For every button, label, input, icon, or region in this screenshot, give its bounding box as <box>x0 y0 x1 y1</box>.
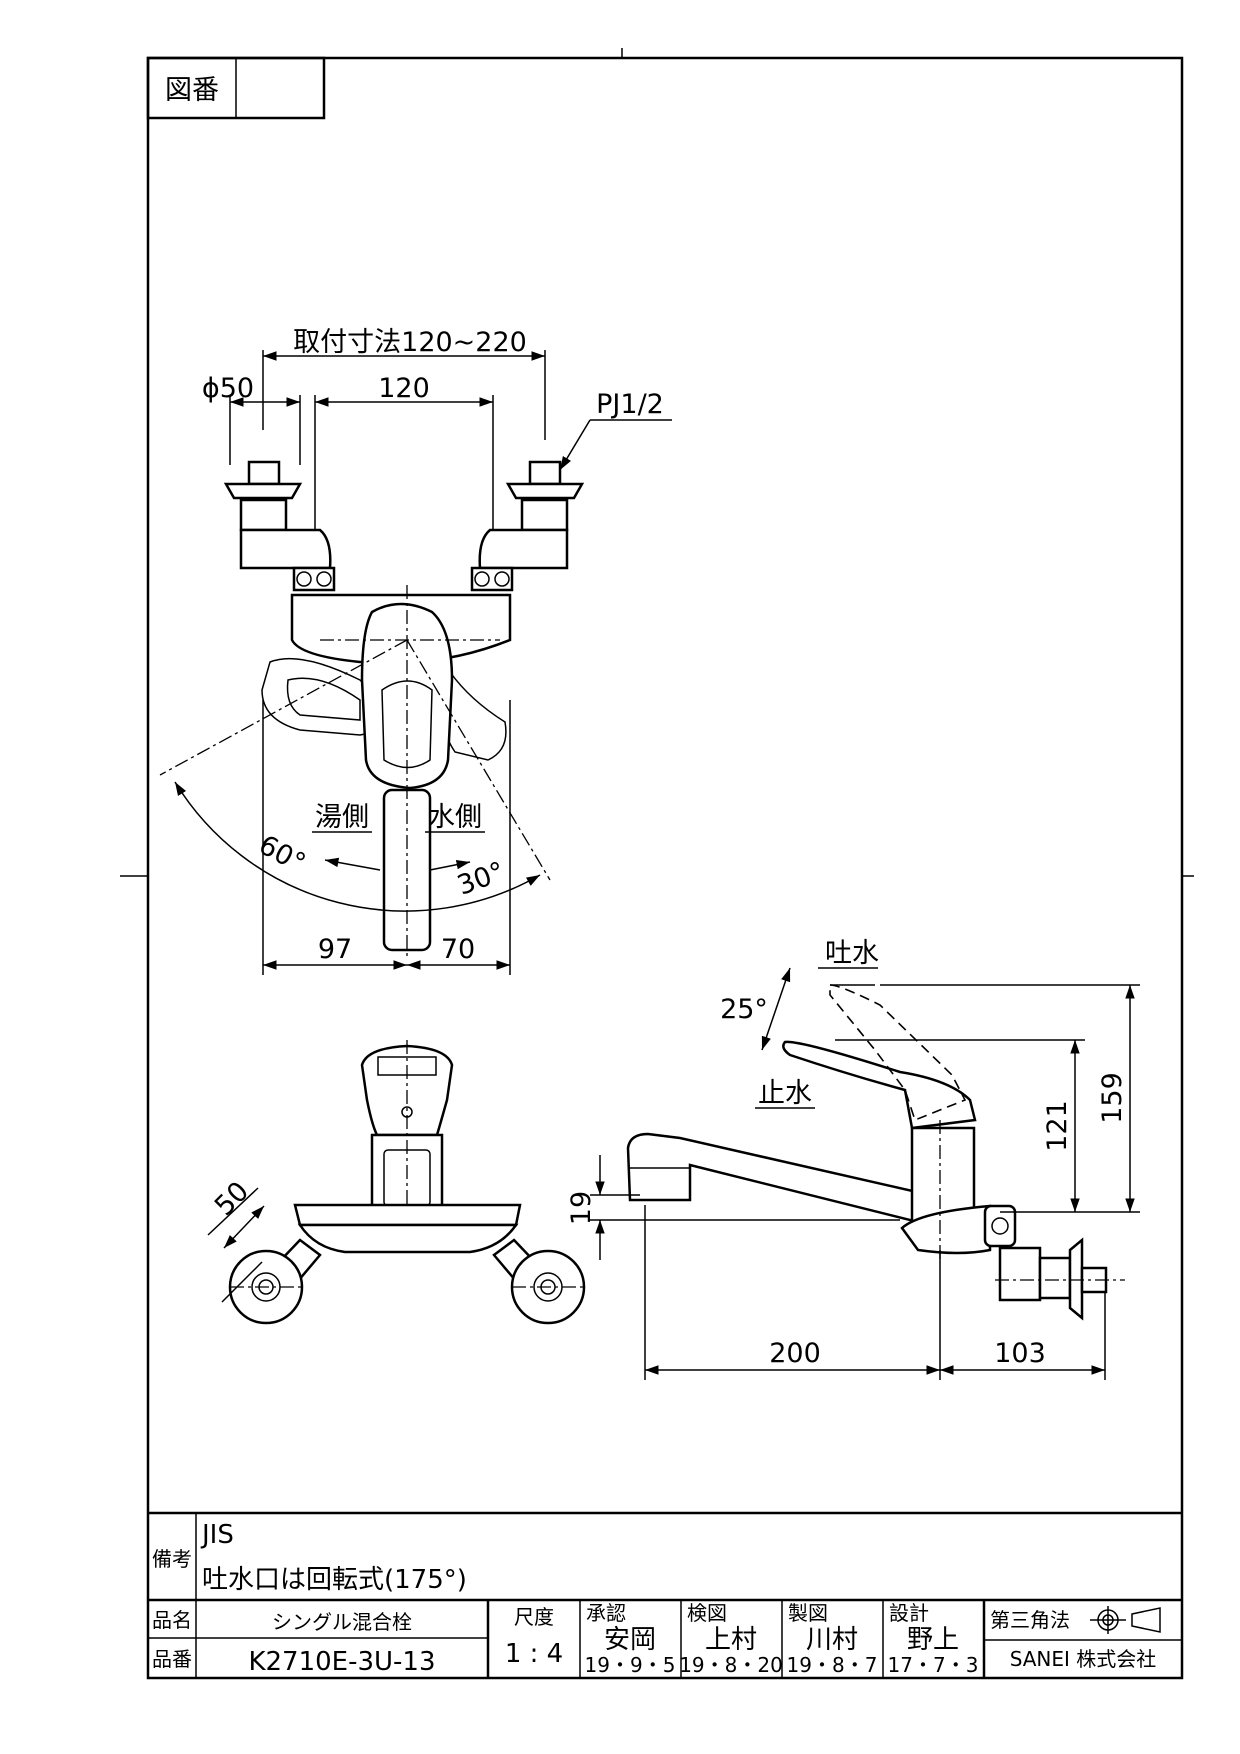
checked-date: 19・8・20 <box>679 1653 783 1677</box>
dim-103: 103 <box>994 1338 1046 1369</box>
design-name: 野上 <box>907 1625 959 1655</box>
label-spout-open: 吐水 <box>825 938 879 969</box>
body-front <box>293 1203 522 1227</box>
spout-side <box>626 1132 932 1227</box>
title-block: 備考 JIS 吐水口は回転式(175°) 品名 シングル混合栓 品番 K2710… <box>148 1511 1182 1678</box>
left-supply-fitting <box>223 460 336 592</box>
dim-phi50: ϕ50 <box>202 373 254 404</box>
approved-label: 承認 <box>586 1601 626 1625</box>
third-angle-projection-icon <box>1090 1606 1161 1634</box>
dim-mount-range: 取付寸法120~220 <box>293 327 527 358</box>
product-name: シングル混合栓 <box>272 1610 412 1634</box>
remarks-label: 備考 <box>152 1547 192 1571</box>
checked-name: 上村 <box>705 1625 757 1655</box>
drawn-name: 川村 <box>806 1625 858 1655</box>
design-date: 17・7・3 <box>888 1653 979 1677</box>
lever-side-open-ghost <box>829 984 967 1122</box>
label-pj: PJ1/2 <box>596 389 664 420</box>
scale-value: 1 : 4 <box>505 1639 563 1669</box>
label-hot-side: 湯側 <box>315 802 369 833</box>
rotation-arc <box>174 781 541 912</box>
remarks-line1: JIS <box>200 1520 234 1550</box>
label-stop: 止水 <box>758 1078 812 1109</box>
drawn-label: 製図 <box>788 1601 828 1625</box>
drawn-date: 19・8・7 <box>787 1653 878 1677</box>
checked-label: 検図 <box>687 1601 727 1625</box>
projection-label: 第三角法 <box>990 1608 1070 1632</box>
label-60deg: 60° <box>254 830 311 880</box>
top-view: 取付寸法120~220 ϕ50 120 PJ1/2 <box>159 327 672 975</box>
drawing-frame <box>146 56 1184 1680</box>
product-no: K2710E-3U-13 <box>248 1647 435 1677</box>
side-view: 吐水 止水 25° 121 159 19 200 103 <box>566 938 1140 1380</box>
remarks-line2: 吐水口は回転式(175°) <box>202 1565 467 1595</box>
label-cold-side: 水側 <box>428 802 482 833</box>
right-supply-fitting <box>470 460 585 592</box>
scale-label: 尺度 <box>514 1605 554 1629</box>
dim-159: 159 <box>1097 1072 1128 1124</box>
drawing-number-box: 図番 <box>146 56 326 120</box>
dim-19: 19 <box>566 1191 597 1225</box>
dim-97: 97 <box>318 934 352 965</box>
lever-side-closed <box>782 1040 977 1130</box>
label-25deg: 25° <box>720 994 768 1025</box>
drawing-no-label: 図番 <box>165 75 219 106</box>
dim-200: 200 <box>769 1338 821 1369</box>
dim-70: 70 <box>441 934 475 965</box>
product-name-label: 品名 <box>152 1608 192 1632</box>
product-no-label: 品番 <box>152 1647 192 1671</box>
dim-121: 121 <box>1042 1100 1073 1152</box>
approved-date: 19・9・5 <box>585 1653 676 1677</box>
front-view: 50 <box>207 1040 586 1325</box>
dim-50: 50 <box>209 1176 255 1222</box>
approved-name: 安岡 <box>604 1625 656 1655</box>
dim-120: 120 <box>378 373 430 404</box>
company-name: SANEI 株式会社 <box>1010 1647 1157 1671</box>
design-label: 設計 <box>889 1601 929 1625</box>
